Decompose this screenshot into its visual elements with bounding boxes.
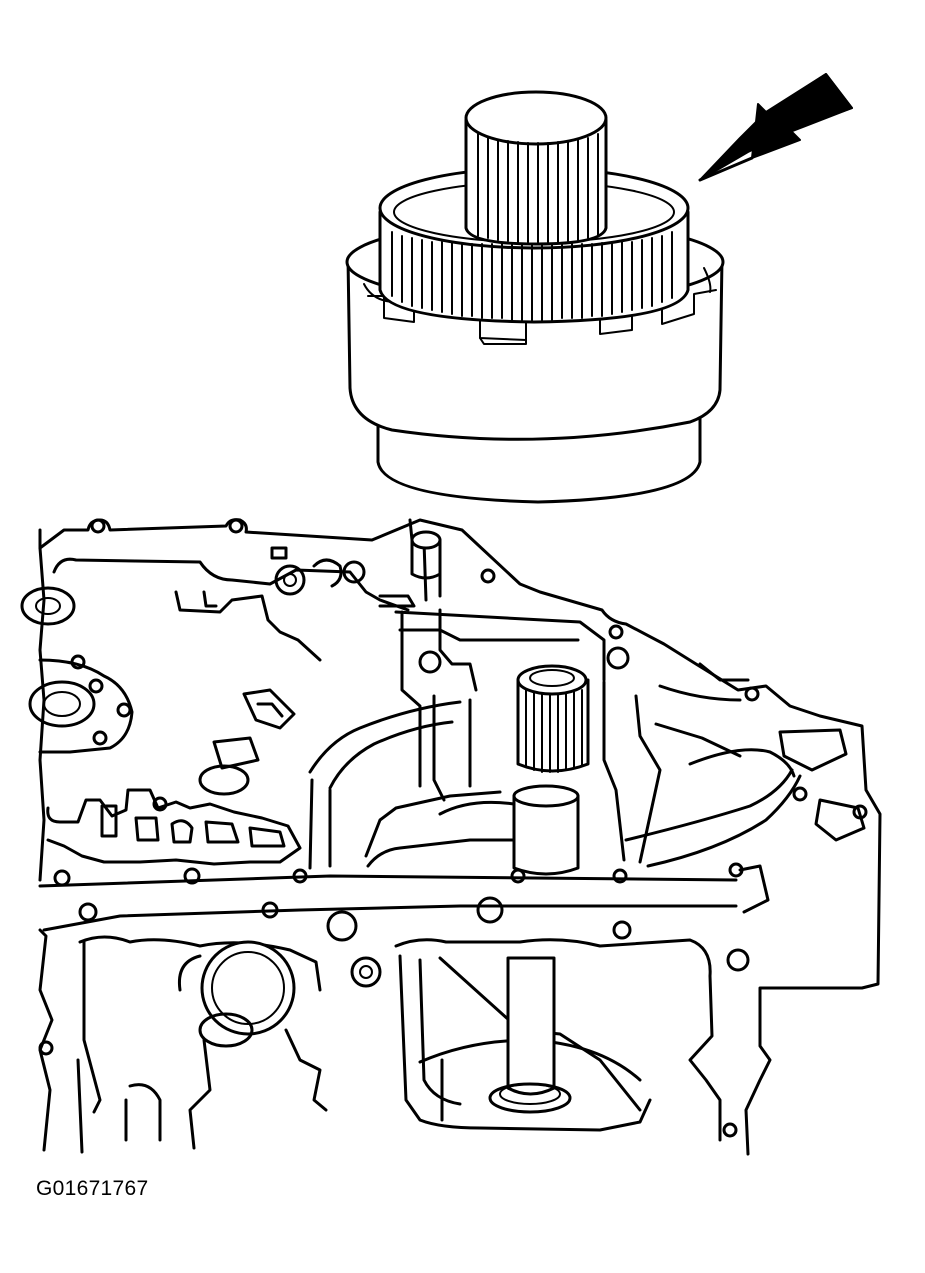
clutch-drum-assembly (345, 90, 725, 504)
figure-id-label: G01671767 (36, 1177, 149, 1200)
arrow-icon (698, 73, 853, 182)
transaxle-case (20, 518, 882, 1156)
